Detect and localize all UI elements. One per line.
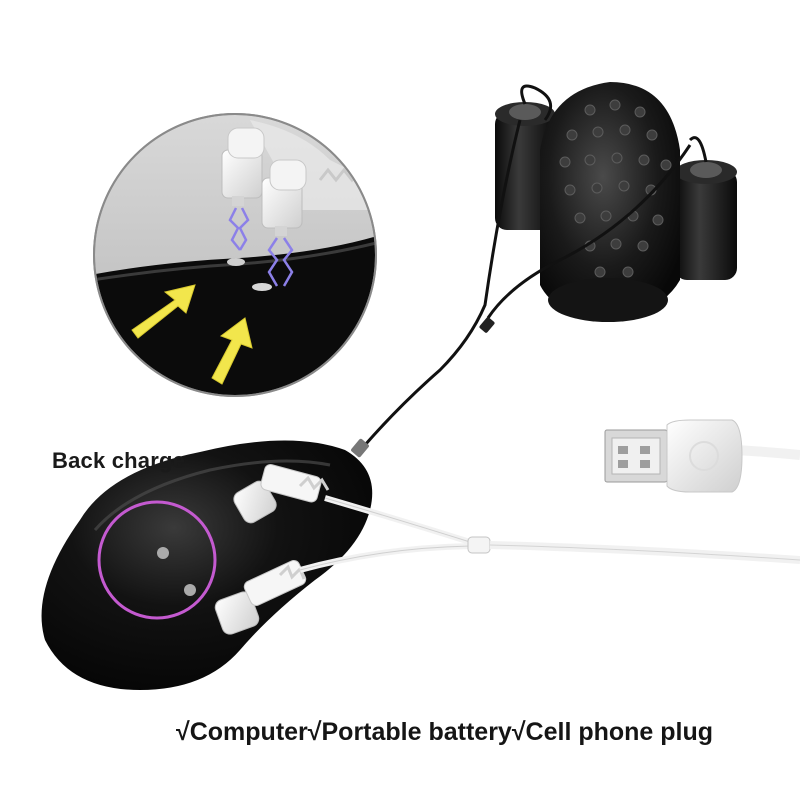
magnetic-connector-icon [252, 159, 307, 291]
highlight-ring [97, 500, 217, 620]
usb-plug-icon [604, 419, 800, 493]
stimulator-cup [495, 82, 737, 322]
magnetic-connector-icon [221, 127, 265, 266]
charge-arrow-icon [131, 284, 196, 339]
charge-contact [184, 584, 196, 596]
charge-contact [157, 547, 169, 559]
magnifier-inset [93, 113, 377, 397]
charging-cable [214, 464, 800, 635]
device-wire [351, 119, 692, 458]
charge-arrow-icon [211, 317, 253, 385]
compatibility-caption: √Computer√Portable battery√Cell phone pl… [176, 718, 714, 746]
remote-control-device [41, 440, 373, 690]
back-charge-label: Back charge [52, 448, 186, 473]
